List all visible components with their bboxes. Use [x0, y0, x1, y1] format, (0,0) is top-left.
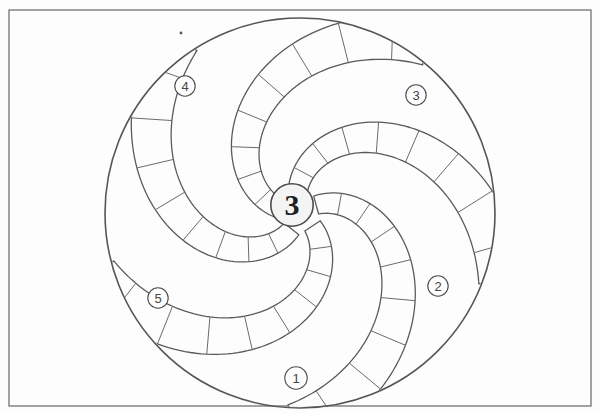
arm-segment: [238, 171, 261, 179]
hub-number: 3: [285, 190, 300, 220]
callout-circle: 5: [147, 287, 169, 309]
circle-shape: [148, 288, 168, 308]
circle-shape: [428, 276, 448, 296]
text-holder: 1: [284, 366, 308, 390]
arm-segment: [245, 316, 253, 349]
spiral-arms: [79, 16, 524, 414]
callout-number: 3: [412, 89, 419, 102]
arm-segment: [392, 16, 394, 60]
arm-segment: [376, 122, 378, 153]
callout-number: 2: [434, 280, 441, 293]
arm-segment: [137, 159, 173, 168]
sheet-frame: [9, 10, 591, 406]
callout-number: 4: [181, 80, 188, 93]
arm-segment: [231, 147, 259, 148]
circle-shape: [175, 76, 195, 96]
arm-segment: [313, 144, 328, 164]
arm-segment: [349, 363, 380, 389]
arm-segment: [310, 246, 331, 249]
callout-number: 1: [292, 372, 299, 385]
arm-segment: [356, 204, 370, 225]
arm-segment: [238, 110, 267, 122]
text-holder: 3: [270, 183, 314, 227]
outer-disc: [105, 18, 495, 408]
callout-circle: 4: [174, 75, 196, 97]
arm-segment: [216, 231, 226, 257]
arm-segment: [316, 391, 340, 414]
text-holder: 5: [147, 287, 169, 309]
arm-segment: [338, 193, 342, 214]
arm-segment: [248, 237, 250, 262]
callout-circle: 2: [427, 275, 449, 297]
arm-segment: [294, 168, 313, 178]
text-holder: 3: [405, 84, 427, 106]
arm-segment: [183, 217, 203, 241]
arm-segment: [155, 192, 184, 210]
arm-segment: [157, 306, 172, 344]
hub-circle: 3: [270, 183, 314, 227]
pencil-speck: [180, 32, 183, 35]
text-holder: 4: [174, 75, 196, 97]
arm-segment: [474, 241, 516, 253]
callout-number: 5: [154, 292, 161, 305]
arm-segment: [258, 74, 284, 97]
arm-segment: [269, 234, 278, 254]
circle-shape: [271, 184, 313, 226]
arm-segment: [342, 127, 350, 154]
arm-segment: [405, 131, 418, 163]
arm-segment: [307, 270, 331, 277]
arm-segment: [434, 154, 458, 182]
arm-segment: [458, 191, 492, 213]
callout-circle: 1: [284, 366, 308, 390]
arm-segment: [380, 260, 410, 267]
arm-segment: [371, 226, 394, 242]
arm-segment: [131, 118, 171, 121]
text-holder: 2: [427, 275, 449, 297]
arm-segment: [292, 44, 311, 76]
arm-segment: [381, 298, 415, 301]
arm-segment: [371, 331, 405, 346]
circle-shape: [285, 367, 307, 389]
arm-segment: [295, 290, 317, 307]
arm-segment: [273, 306, 289, 332]
arm-segment: [255, 189, 271, 204]
circle-shape: [406, 85, 426, 105]
arm-segment: [338, 23, 348, 62]
callout-circle: 3: [405, 84, 427, 106]
arm-segment: [207, 317, 210, 354]
